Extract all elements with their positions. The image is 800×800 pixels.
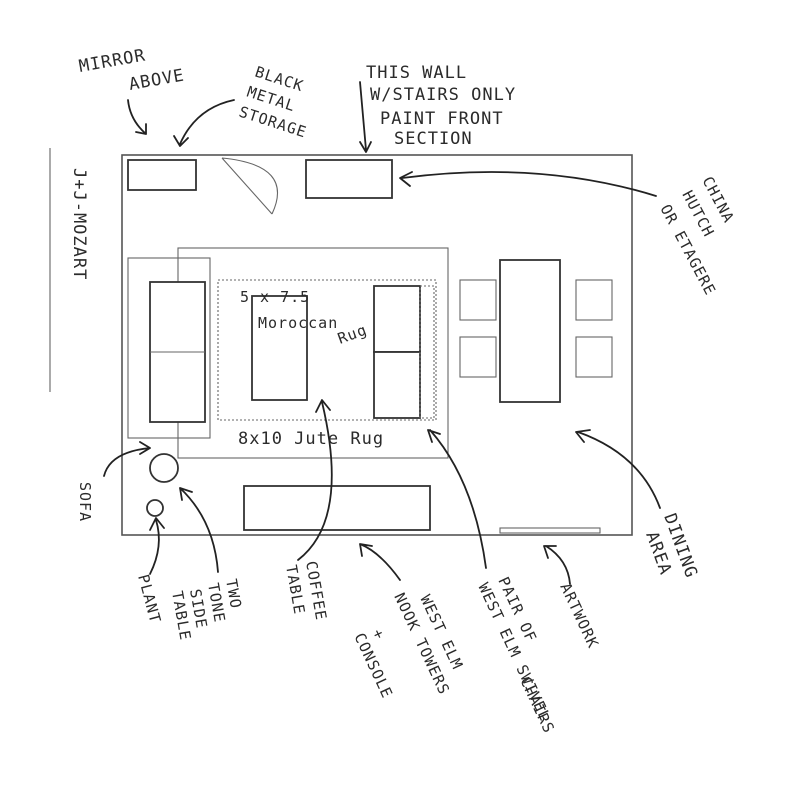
this-wall-label-3: PAINT FRONT [380, 109, 504, 129]
plant-pot [146, 499, 164, 517]
moroccan-rug-label-1: 5 x 7.5 [240, 288, 310, 306]
this-wall-label-1: THIS WALL [366, 63, 467, 83]
plant-arrow [149, 517, 165, 575]
china-hutch [305, 159, 393, 199]
dining-table [499, 259, 561, 403]
sofa-label: SOFA [76, 482, 94, 522]
black-metal-storage-arrow [173, 99, 235, 147]
nook-towers-console [243, 485, 431, 531]
coffee-table-arrow [297, 399, 333, 561]
chair-fringe [419, 285, 435, 419]
swivel-chair-2 [373, 351, 421, 419]
dining-chair-3 [575, 279, 613, 321]
side-table-label-1: TWO [222, 578, 245, 611]
plant-label: PLANT [134, 572, 164, 625]
this-wall-label-2: W/STAIRS ONLY [370, 85, 516, 105]
door-swing [221, 157, 278, 215]
mirror-above-label-1: MIRROR [77, 46, 147, 77]
nook-towers-arrow [359, 543, 401, 581]
mirror-above-arrow [127, 99, 147, 135]
sofa-arrow [103, 441, 151, 477]
dining-area-arrow [575, 429, 661, 509]
swivel-chairs-arrow [427, 429, 487, 569]
moroccan-rug-label-3: Rug [335, 321, 369, 348]
swivel-chairs-label-3: CHAIRS [516, 674, 558, 736]
artwork-frame [499, 527, 601, 534]
mirror-above-label-2: ABOVE [127, 65, 186, 94]
dining-chair-4 [575, 336, 613, 378]
artwork-arrow [543, 545, 571, 585]
black-metal-storage [127, 159, 197, 191]
plan-title: J+J-MOZART [69, 168, 89, 280]
artwork-label: ARTWORK [556, 580, 602, 651]
jute-rug-fringe [217, 279, 437, 421]
side-table [149, 453, 179, 483]
china-hutch-arrow [399, 171, 657, 197]
sofa-back [127, 257, 211, 439]
side-table-arrow [179, 487, 219, 573]
jute-rug-label: 8x10 Jute Rug [238, 429, 384, 449]
swivel-chair-1 [373, 285, 421, 353]
moroccan-rug-label-2: Moroccan [258, 314, 338, 332]
dining-chair-1 [459, 279, 497, 321]
room-walls [121, 154, 633, 536]
coffee-table [251, 295, 308, 401]
dining-chair-2 [459, 336, 497, 378]
this-wall-label-4: SECTION [394, 129, 473, 149]
this-wall-arrow [359, 81, 372, 153]
